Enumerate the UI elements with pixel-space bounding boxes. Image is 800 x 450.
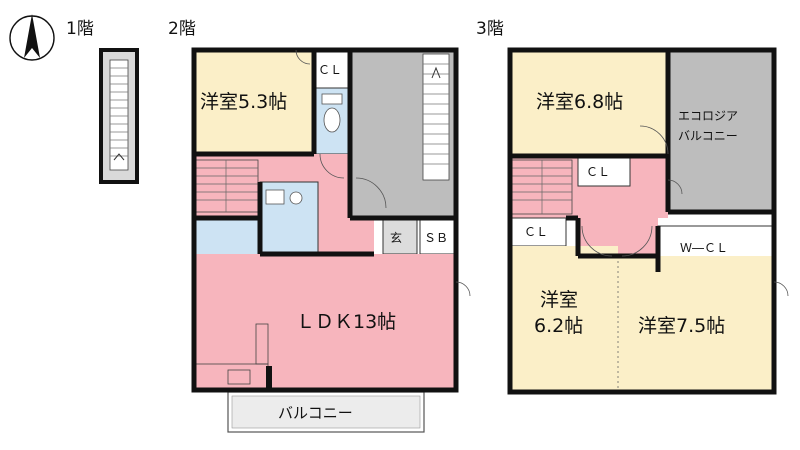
shoebox-label: ＳＢ (424, 231, 448, 245)
room-western-6-2 (510, 246, 618, 392)
room-label-western-6-8: 洋室6.8帖 (536, 91, 623, 113)
closet-3f-top (577, 155, 631, 187)
eco-balcony-label-2: バルコニー (678, 129, 738, 143)
room-western-7-5 (618, 256, 774, 392)
balcony-label: バルコニー (278, 404, 353, 422)
entrance (382, 217, 418, 255)
floor-label-3f: 3階 (476, 19, 504, 39)
floor-label-2f: 2階 (168, 19, 196, 39)
shoebox (419, 217, 457, 255)
north-arrow-icon (9, 14, 55, 61)
closet-top-label: ＣＬ (586, 165, 610, 179)
room-western-5-3 (194, 50, 314, 154)
room-label-western-6-2-line1: 洋室 (540, 289, 578, 311)
floor-label-1f: 1階 (66, 19, 94, 39)
eco-balcony (668, 50, 774, 212)
eco-balcony-label-1: エコロジア (678, 109, 738, 123)
room-ldk (194, 254, 456, 390)
floor-2: 洋室5.3帖 ＣＬ 玄 ＳＢ ＬＤＫ13帖 バルコニー (191, 47, 471, 433)
walk-in-closet-label: Ｗ―ＣＬ (680, 241, 728, 255)
room-label-ldk: ＬＤＫ13帖 (296, 311, 396, 333)
room-label-western-7-5: 洋室7.5帖 (638, 315, 725, 337)
staircase-icon (99, 48, 139, 184)
room-label-western-5-3: 洋室5.3帖 (200, 91, 287, 113)
staircase-icon (422, 53, 450, 181)
entrance-label: 玄 (390, 230, 402, 245)
closet-label: ＣＬ (318, 63, 342, 77)
floor-3: 洋室6.8帖 エコロジア バルコニー ＣＬ ＣＬ Ｗ―ＣＬ 洋室 6.2帖 洋室… (507, 47, 789, 395)
closet-left-label: ＣＬ (524, 225, 548, 239)
staircase-icon (195, 159, 259, 213)
room-label-western-6-2-line2: 6.2帖 (534, 315, 583, 337)
room-western-6-8 (510, 50, 668, 156)
